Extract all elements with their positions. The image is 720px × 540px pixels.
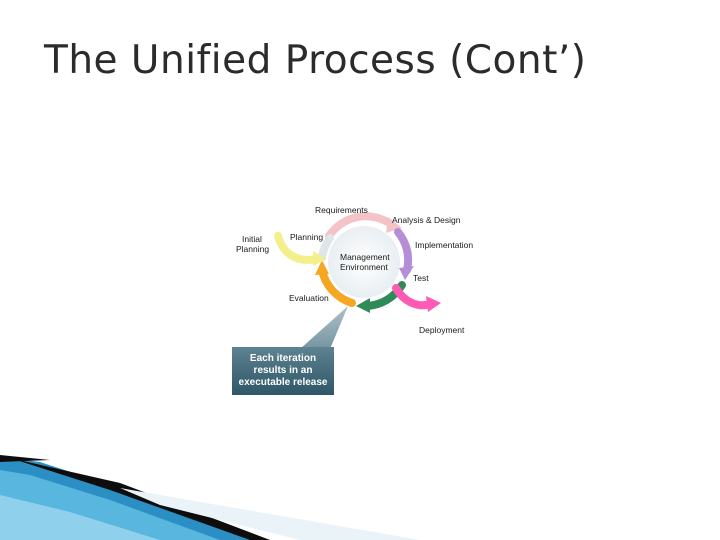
label-test: Test <box>413 273 429 283</box>
callout-pointer <box>300 306 348 349</box>
label-center-environment: Environment <box>340 262 388 272</box>
deployment-arc <box>392 284 434 310</box>
callout-line-2: results in an <box>253 365 313 376</box>
initial-planning-arrowhead <box>313 251 326 266</box>
analysis-design-arrowhead <box>399 266 414 280</box>
requirements-arc <box>325 212 396 240</box>
label-requirements: Requirements <box>315 205 368 215</box>
deployment-arrowhead <box>426 296 441 312</box>
label-center-management: Management <box>340 252 390 262</box>
label-planning: Planning <box>290 232 324 242</box>
iteration-callout-box: Each iteration results in an executable … <box>232 347 334 395</box>
callout-line-1: Each iteration <box>249 353 317 364</box>
initial-planning-arc <box>274 232 320 264</box>
evaluation-arrowhead <box>315 260 329 275</box>
label-analysis-design: Analysis & Design <box>392 215 461 225</box>
label-evaluation: Evaluation <box>289 293 329 303</box>
analysis-design-arc <box>394 228 413 274</box>
label-deployment: Deployment <box>419 325 465 335</box>
label-implementation: Implementation <box>415 240 474 250</box>
label-initial-planning-line1: Initial <box>242 234 262 244</box>
label-initial-planning-line2: Planning <box>236 244 270 254</box>
corner-swoosh-decoration <box>0 455 420 540</box>
test-arrowhead <box>356 298 370 313</box>
slide-title: The Unified Process (Cont’) <box>44 38 587 83</box>
center-disc <box>328 226 400 298</box>
callout-line-3: executable release <box>238 377 328 388</box>
